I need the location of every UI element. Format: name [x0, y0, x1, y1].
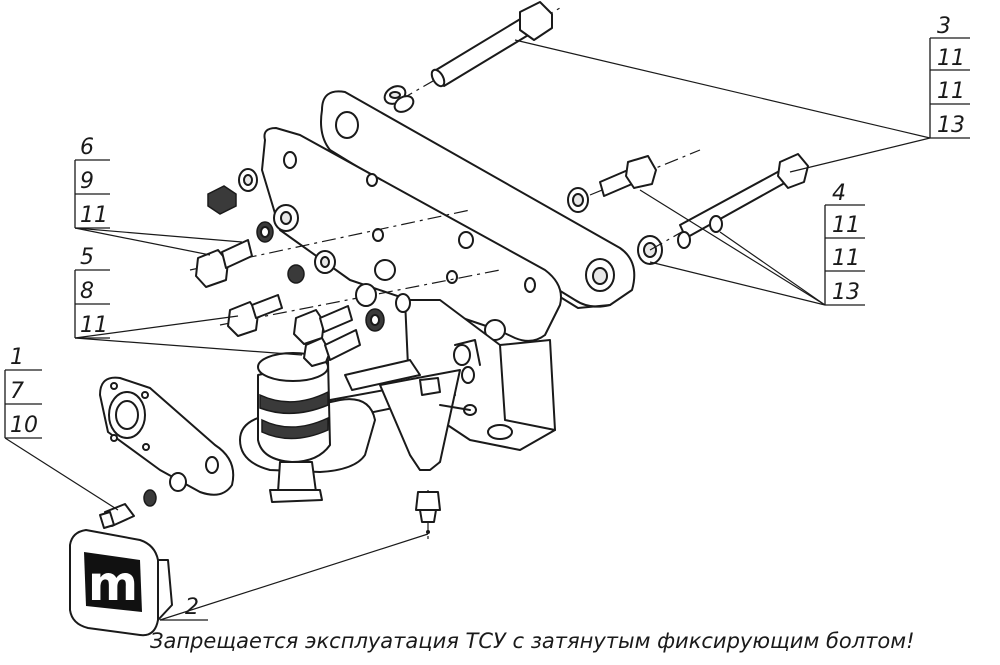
- logo-letter: m: [88, 556, 138, 612]
- callout-5-line-1: 8: [80, 279, 94, 304]
- callout-1-line-1: 7: [10, 379, 24, 404]
- callout-4-line-1: 11: [832, 213, 860, 238]
- callout-3: 3 11 11 13: [929, 14, 970, 139]
- callout-2-line-0: 2: [185, 595, 199, 620]
- callout-3-line-2: 11: [937, 79, 965, 104]
- washers-top: [383, 85, 663, 265]
- nuts-and-washers-left: [207, 168, 411, 332]
- tow-ball-cylinder: [239, 352, 376, 503]
- screw-bottom: [415, 490, 441, 540]
- callout-4: 4 11 11 13: [824, 181, 865, 306]
- leader-lines: [4, 39, 931, 621]
- callout-5-line-0: 5: [80, 245, 94, 270]
- callout-1-line-2: 10: [10, 413, 38, 438]
- callout-5-line-2: 11: [80, 313, 108, 338]
- callout-1: 1 7 10: [4, 345, 42, 439]
- socket-plate: [99, 376, 235, 529]
- callout-3-line-0: 3: [937, 14, 951, 39]
- callout-4-line-0: 4: [832, 181, 846, 206]
- callout-4-line-3: 13: [832, 280, 860, 305]
- main-bracket-plate: [261, 127, 562, 342]
- callout-3-line-3: 13: [937, 113, 965, 138]
- callout-2: 2: [160, 595, 208, 621]
- bolts-right-side: [589, 149, 809, 251]
- callout-1-line-0: 1: [10, 345, 24, 370]
- logo-icon: m: [84, 552, 142, 612]
- callout-3-line-1: 11: [937, 46, 965, 71]
- callout-6: 6 9 11: [74, 135, 110, 229]
- lower-bracket-body: [329, 299, 556, 471]
- bolts-left-side: [189, 209, 501, 367]
- warning-caption: Запрещается эксплуатация ТСУ с затянутым…: [150, 629, 915, 653]
- pin-clips: [419, 339, 481, 416]
- long-bolt-top: [399, 1, 561, 101]
- callout-6-line-1: 9: [80, 169, 94, 194]
- callout-4-line-2: 11: [832, 246, 860, 271]
- callout-6-line-0: 6: [80, 135, 94, 160]
- callout-6-line-2: 11: [80, 203, 108, 228]
- callout-5: 5 8 11: [74, 245, 110, 339]
- upper-link-plate: [320, 90, 636, 309]
